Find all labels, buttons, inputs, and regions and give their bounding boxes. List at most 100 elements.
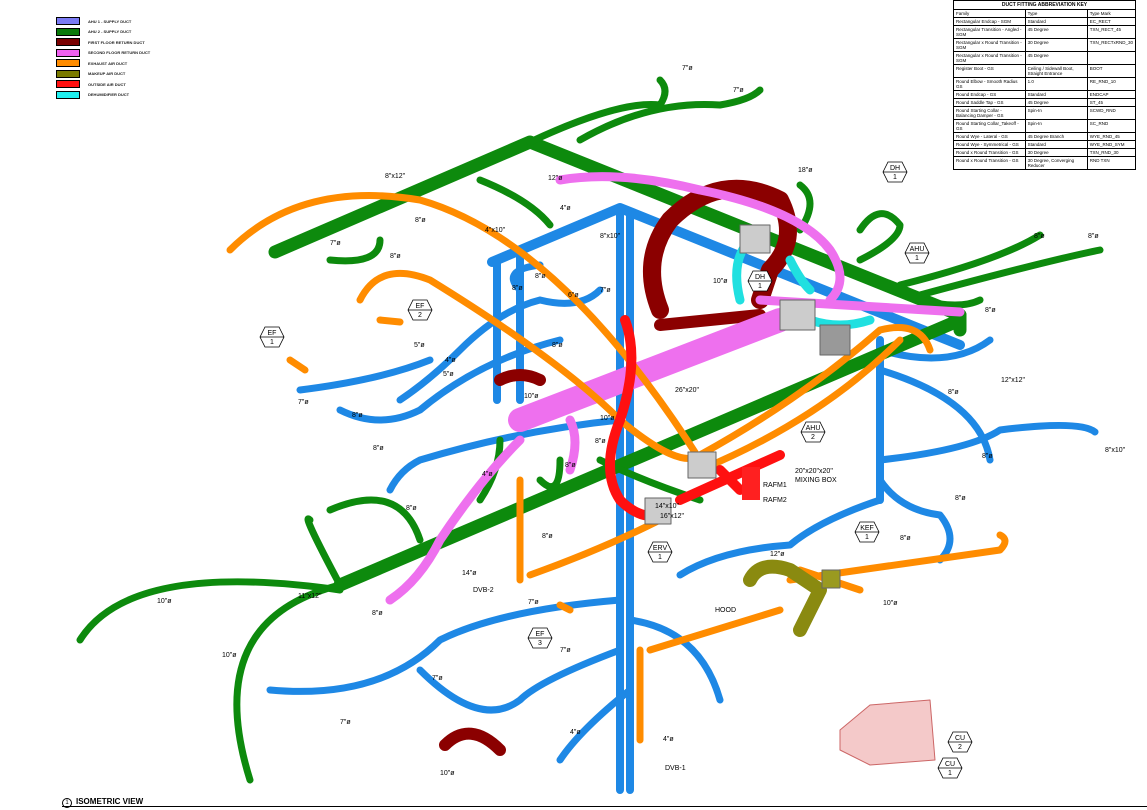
legend-item: DEHUMIDIFIER DUCT [56,90,150,100]
duct-size-label: 10"ø [222,652,237,659]
view-title-text: ISOMETRIC VIEW [76,797,144,806]
duct-size-label: 12"x12" [1001,377,1026,384]
duct-size-label: 4"ø [570,729,581,736]
legend-item: AHU 2 - SUPPLY DUCT [56,27,150,37]
legend-label: DEHUMIDIFIER DUCT [88,92,130,97]
duct-size-label: 8"ø [542,533,553,540]
equipment-tag-ef[interactable]: EF 1 [259,326,285,348]
duct-size-label: 10"ø [524,393,539,400]
tag-number: 2 [418,312,422,319]
tag-name: KEF [860,525,874,532]
duct-size-label: 7"ø [330,240,341,247]
duct-size-label: 7"ø [600,287,611,294]
duct-size-label: 14"ø [462,570,477,577]
rafm-units [742,467,760,500]
legend-item: FIRST FLOOR RETURN DUCT [56,37,150,47]
legend-label: AHU 1 - SUPPLY DUCT [88,18,132,24]
tag-name: DH [755,274,765,281]
duct-size-label: RAFM2 [763,497,787,504]
equipment-tag-cu[interactable]: CU2 [947,731,973,753]
legend-label: MAKEUP AIR DUCT [88,71,126,76]
tag-hexagon [647,541,673,563]
legend-swatch [56,80,80,88]
duct-size-label: 8"ø [948,389,959,396]
equipment-tag-ef[interactable]: EF 2 [407,299,433,321]
duct-size-label: 20"x20"x20" [795,468,833,475]
legend-item: OUTSIDE AIR DUCT [56,79,150,89]
duct-size-label: 8"ø [565,462,576,469]
tag-number: 1 [893,174,897,181]
duct-size-label: 12"ø [770,551,785,558]
legend-swatch [56,27,80,36]
duct-size-label: 16"x12" [660,513,685,520]
legend-label: SECOND FLOOR RETURN DUCT [88,50,151,55]
duct-size-label: 8"x10" [600,233,621,240]
duct-size-label: 8"ø [373,445,384,452]
tag-number: 2 [811,434,815,441]
legend-swatch [56,17,80,25]
ahu1-supply-duct [266,203,1099,794]
duct-size-label: RAFM1 [763,482,787,489]
tag-hexagon [800,421,826,443]
duct-size-label: 7"ø [340,719,351,726]
duct-size-label: 14"x10" [655,503,680,510]
legend-swatch [56,38,80,46]
erv-unit [644,497,672,525]
equipment-tag-kef[interactable]: KEF 1 [854,521,880,543]
duct-size-label: 7"ø [733,87,744,94]
mixing-box [687,451,717,479]
duct-size-label: 26"x20" [675,387,700,394]
duct-size-label: 8"ø [372,610,383,617]
tag-hexagon [259,326,285,348]
duct-size-label: 8"ø [406,505,417,512]
duct-size-label: 10"ø [157,598,172,605]
equipment-tag-dh[interactable]: DH1 [747,270,773,292]
duct-size-label: 7"ø [528,599,539,606]
duct-size-label: 10"ø [883,600,898,607]
tag-number: 1 [270,339,274,346]
duct-size-label: 8"ø [900,535,911,542]
tag-name: EF [416,303,425,310]
tag-number: 1 [865,534,869,541]
ahu-1-unit [779,299,816,331]
view-number: 1 [62,798,72,808]
legend-item: MAKEUP AIR DUCT [56,69,150,79]
equipment-tag-cu[interactable]: CU1 [937,757,963,779]
duct-size-label: 4"ø [663,736,674,743]
tag-hexagon [747,270,773,292]
duct-size-label: 8"ø [552,342,563,349]
duct-size-label: 12"ø [548,175,563,182]
view-title: ISOMETRIC VIEW [62,797,143,806]
table-row: Round Starting Collar - Balancing Damper… [953,106,1137,120]
equipment-tag-ef[interactable]: EF3 [527,627,553,649]
table-cell: 30 Degree, Converging Reducer [1024,156,1088,170]
makeup-air-duct [743,559,827,637]
legend-label: FIRST FLOOR RETURN DUCT [88,39,145,45]
outside-air-duct [605,315,785,521]
tag-name: EF [268,330,277,337]
duct-size-label: DVB-1 [665,765,686,772]
duct-size-label: 7"ø [298,399,309,406]
duct-size-label: 11"x12" [298,593,322,600]
tag-number: 1 [658,554,662,561]
first-floor-return-duct [439,179,797,756]
tag-number: 1 [948,770,952,777]
tag-hexagon [882,161,908,183]
legend-label: EXHAUST AIR DUCT [88,60,128,66]
tag-number: 3 [538,640,542,647]
legend-swatch [56,69,80,78]
duct-size-label: 8"ø [390,253,401,260]
duct-size-label: MIXING BOX [795,477,837,484]
duct-size-label: 8"ø [512,285,523,292]
legend-label: AHU 2 - SUPPLY DUCT [88,29,132,34]
duct-size-label: 10"ø [713,278,728,285]
legend-swatch [56,90,80,99]
equipment-tag-dh[interactable]: DH1 [882,161,908,183]
